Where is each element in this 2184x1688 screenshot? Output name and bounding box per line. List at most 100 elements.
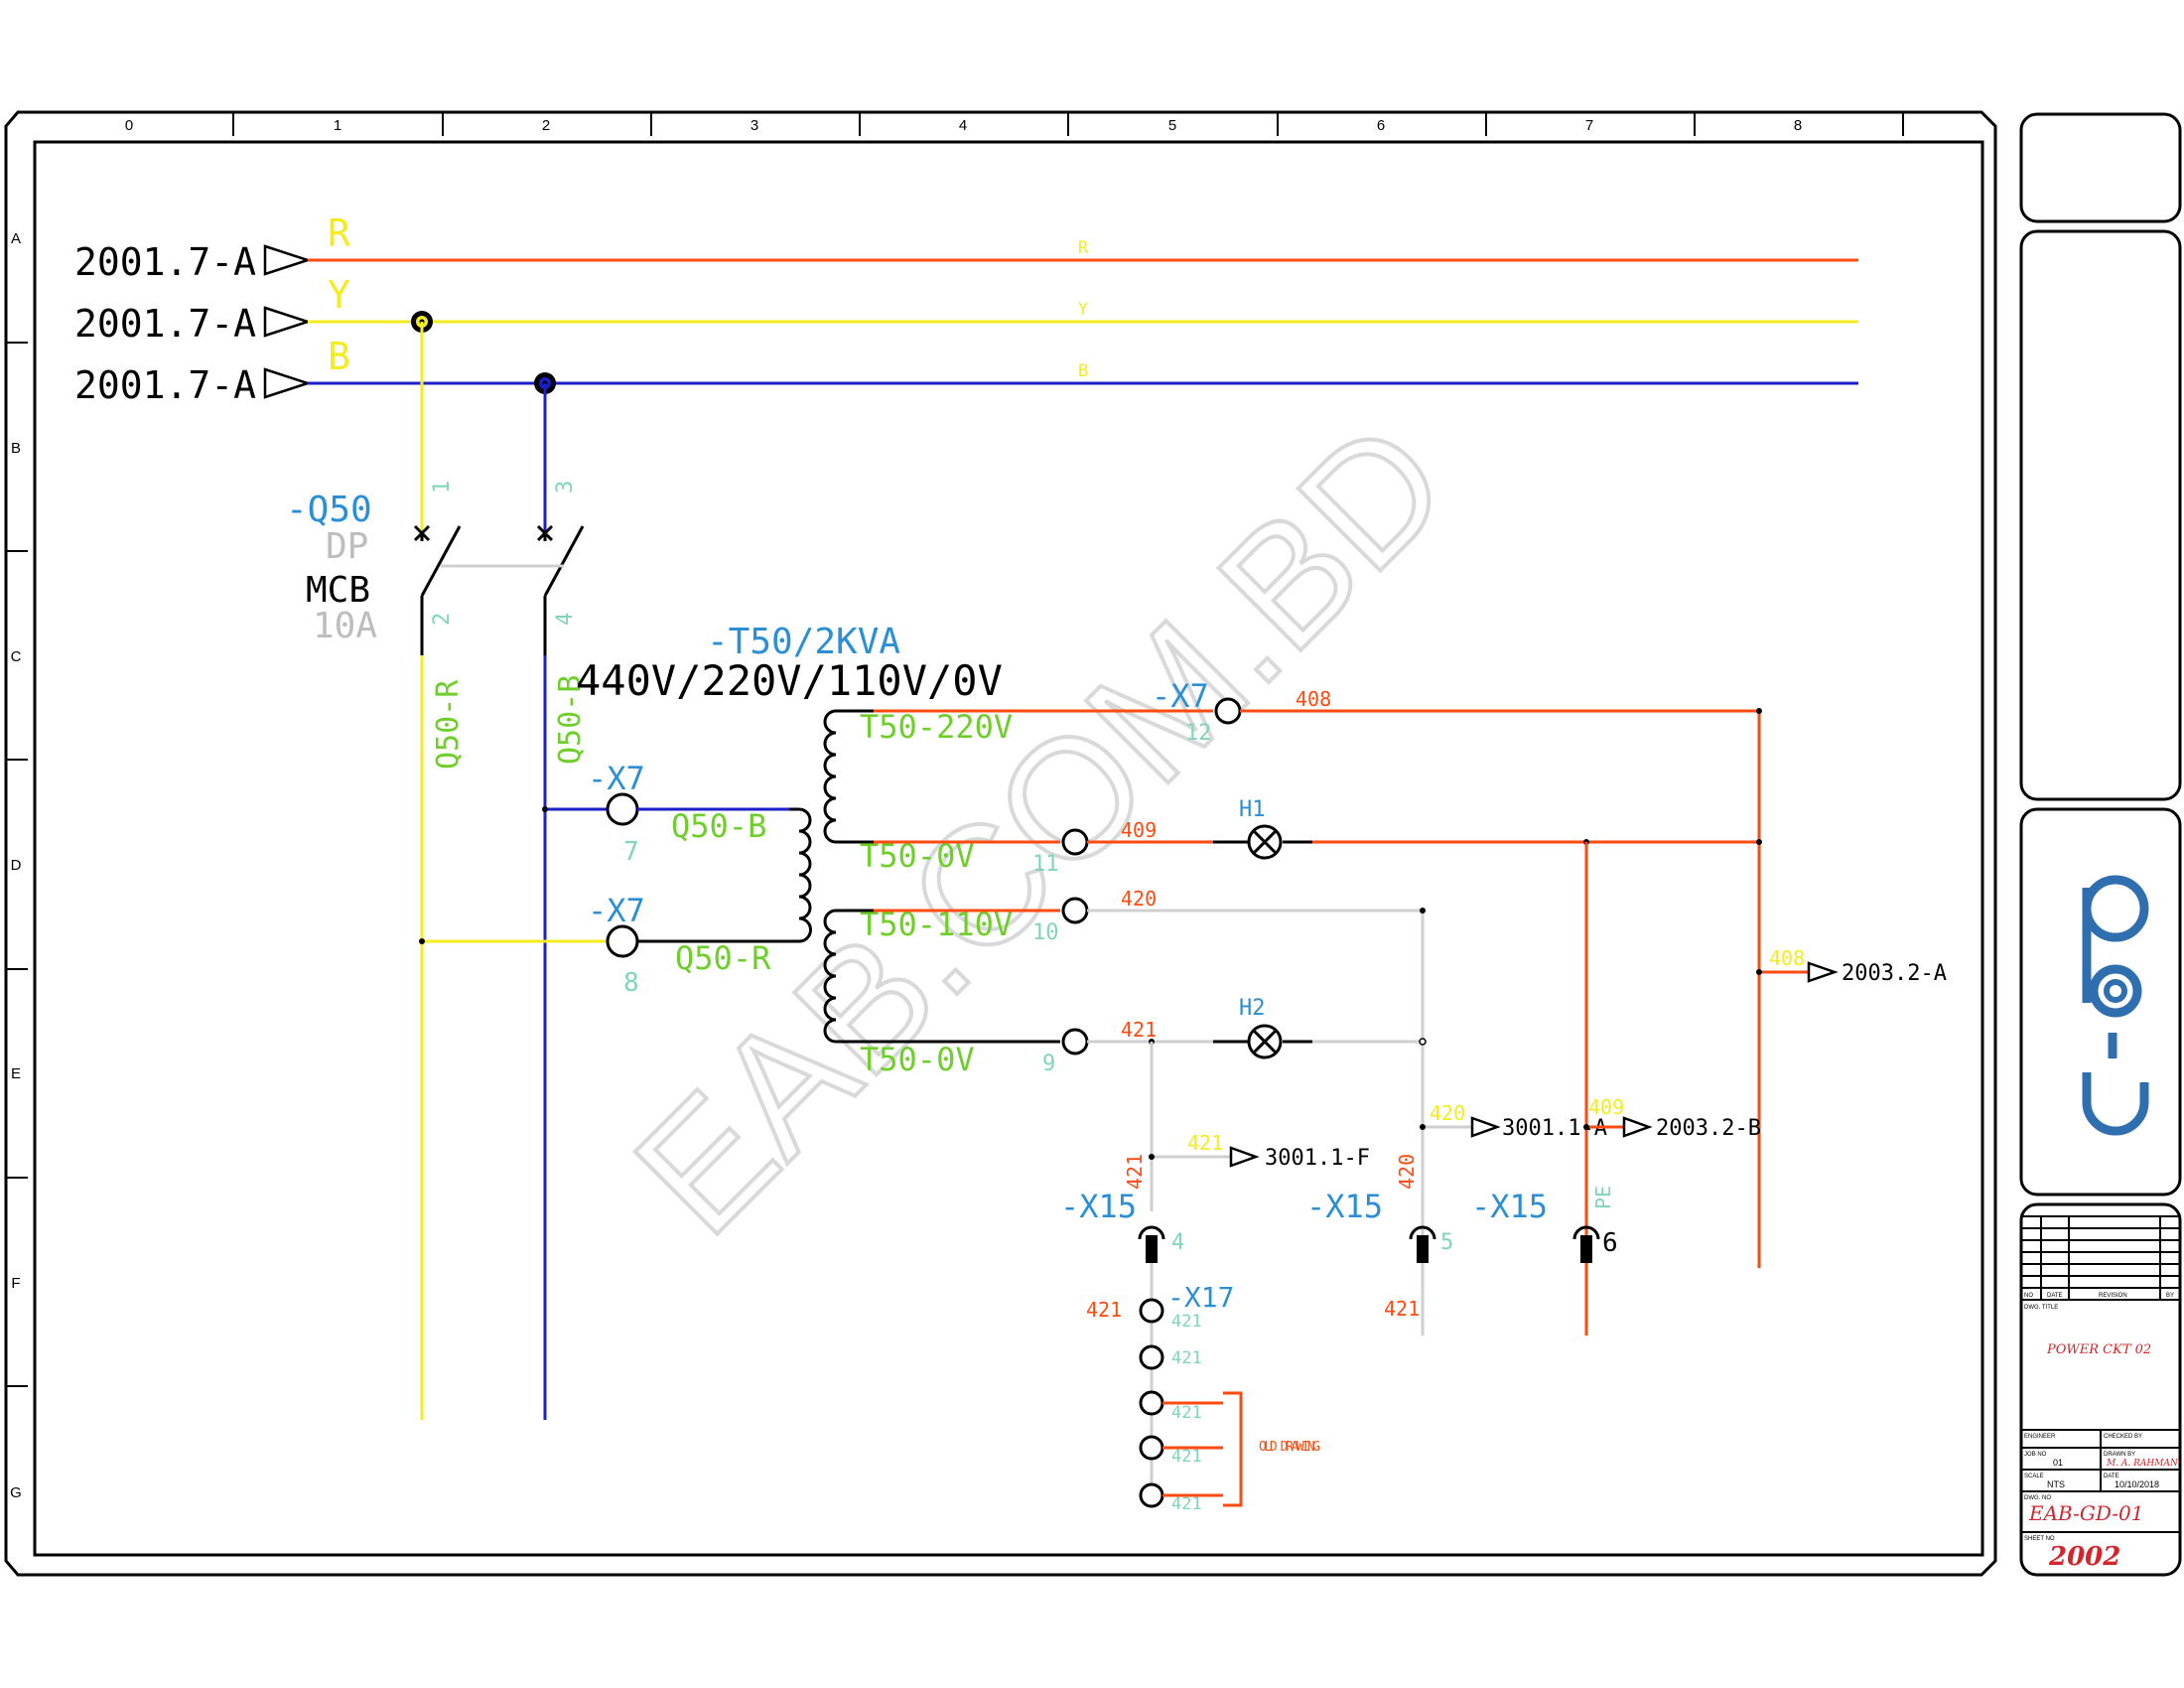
- xref-2003-2-a: 2003.2-A: [1842, 961, 1947, 986]
- x7-terminal-10-no: 10: [1032, 920, 1059, 945]
- x17-wire-4: 421: [1171, 1447, 1202, 1467]
- tb-header-revision: REVISION: [2099, 1293, 2127, 1299]
- tb-sheet-no: 2002: [2048, 1542, 2120, 1572]
- x7-terminal-8-no: 8: [623, 968, 639, 998]
- x7-terminal-12: [1214, 697, 1242, 725]
- x17-in-wire: 421: [1086, 1298, 1122, 1322]
- bus-label-y: Y: [1078, 300, 1088, 320]
- x17-wire-2: 421: [1171, 1348, 1202, 1368]
- x15-terminal-6: [1572, 1225, 1600, 1263]
- x7-terminal-7-no: 7: [623, 837, 639, 867]
- feed-ref-b: 2001.7-A: [74, 363, 256, 407]
- svg-text:3: 3: [751, 117, 758, 134]
- drawing-frame: [4, 110, 1997, 1577]
- column-labels: 0 1 2 3 4 5 6 7 8: [125, 117, 1802, 134]
- svg-text:8: 8: [1794, 117, 1802, 134]
- x17-terminal-2: [1139, 1344, 1164, 1370]
- x17-wire-1: 421: [1171, 1312, 1202, 1332]
- wire-label-421: 421: [1121, 1018, 1157, 1042]
- junction-409-xref: [1583, 1124, 1589, 1130]
- tb-date: 10/10/2018: [2115, 1479, 2159, 1489]
- x15-terminal-6-no: 6: [1602, 1228, 1618, 1258]
- x7-terminal-12-no: 12: [1185, 721, 1212, 746]
- x7-terminal-11-no: 11: [1032, 852, 1059, 877]
- row-ticks: [6, 342, 28, 1387]
- wire-label-408: 408: [1296, 687, 1331, 711]
- transformer-primary-winding: [789, 807, 812, 943]
- x15-5-wire-label: 420: [1395, 1154, 1419, 1190]
- wire-label-q50-b: Q50-B: [553, 675, 588, 765]
- x15-4-wire-label: 421: [1123, 1154, 1147, 1190]
- xref-420-label: 420: [1430, 1101, 1465, 1125]
- x15-terminal-5: [1409, 1225, 1436, 1336]
- lamp-h2-label: H2: [1239, 996, 1266, 1021]
- x15-tag-4: -X15: [1060, 1188, 1137, 1225]
- primary-label-b: Q50-B: [671, 807, 766, 845]
- junction-408-top: [1756, 708, 1762, 714]
- mcb-tag: -Q50: [286, 490, 372, 530]
- x7-terminal-8: [606, 924, 639, 958]
- svg-text:D: D: [11, 857, 22, 874]
- wire-label-409: 409: [1121, 818, 1157, 842]
- x7-tag-primary-bottom: -X7: [588, 892, 645, 929]
- junction-409-b: [1756, 839, 1762, 845]
- tb-header-drawn: DRAWN BY: [2104, 1452, 2135, 1458]
- svg-text:2: 2: [542, 117, 550, 134]
- xref-408-label: 408: [1769, 946, 1805, 970]
- junction-421-h2: [1419, 1038, 1427, 1046]
- x17-terminal-5: [1139, 1482, 1164, 1508]
- svg-text:F: F: [11, 1275, 20, 1292]
- x17-terminal-1: [1139, 1298, 1164, 1324]
- tb-drawn-by: M. A. RAHMAN: [2106, 1459, 2179, 1469]
- x7-terminal-11: [1061, 828, 1089, 856]
- wire-label-420: 420: [1121, 887, 1157, 911]
- xref-2003-2-b-arrow: [1622, 1116, 1653, 1138]
- tb-header-dwg-title: DWG. TITLE: [2024, 1305, 2058, 1311]
- tb-header-no: NO: [2024, 1293, 2033, 1299]
- svg-text:C: C: [11, 648, 22, 665]
- svg-text:0: 0: [125, 117, 133, 134]
- x17-wire-5: 421: [1171, 1494, 1202, 1514]
- mcb-pin-4: 4: [553, 613, 578, 626]
- junction-dot-r: [419, 938, 425, 944]
- tb-scale: NTS: [2047, 1479, 2065, 1489]
- mcb-rating: 10A: [313, 606, 377, 646]
- svg-text:5: 5: [1168, 117, 1176, 134]
- x7-tag-primary-top: -X7: [588, 760, 645, 797]
- x7-terminal-7: [606, 792, 639, 826]
- transformer-ratio: 440V/220V/110V/0V: [576, 656, 1003, 705]
- bus-label-r: R: [1078, 238, 1089, 258]
- tb-header-checked: CHECKED BY: [2104, 1434, 2142, 1440]
- x15-5-bottom-wire: 421: [1384, 1297, 1420, 1321]
- bus-label-b: B: [1078, 361, 1088, 381]
- feed-ref-r: 2001.7-A: [74, 240, 256, 284]
- mcb-pin-1: 1: [430, 481, 455, 493]
- junction-421-xref: [1149, 1154, 1155, 1160]
- svg-text:7: 7: [1585, 117, 1593, 134]
- svg-text:B: B: [11, 440, 21, 457]
- phase-label-y: Y: [328, 273, 350, 317]
- lamp-h1: [1247, 824, 1283, 860]
- tb-header-scale: SCALE: [2024, 1474, 2044, 1479]
- feed-ref-y: 2001.7-A: [74, 302, 256, 346]
- x7-tag-secondary: -X7: [1152, 677, 1209, 715]
- x15-terminal-4-no: 4: [1171, 1230, 1184, 1255]
- lamp-h1-label: H1: [1239, 797, 1266, 822]
- x15-tag-6: -X15: [1471, 1188, 1548, 1225]
- lamp-h2: [1247, 1024, 1283, 1059]
- svg-text:G: G: [10, 1484, 22, 1501]
- column-ticks: [232, 112, 1904, 136]
- secondary-label-0v-lower: T50-0V: [860, 1041, 975, 1078]
- side-panel: [2019, 112, 2182, 1577]
- row-labels: A B C D E F G: [10, 230, 22, 1501]
- x7-terminal-10: [1061, 897, 1089, 924]
- svg-text:E: E: [11, 1065, 21, 1082]
- junction-420-top: [1420, 908, 1426, 914]
- x17-terminal-3: [1139, 1390, 1164, 1416]
- svg-text:A: A: [11, 230, 21, 247]
- tb-header-date2: DATE: [2104, 1474, 2119, 1479]
- mcb-q50: [413, 524, 585, 655]
- transformer-tag: -T50/2KVA: [707, 622, 900, 662]
- primary-label-r: Q50-R: [675, 939, 771, 977]
